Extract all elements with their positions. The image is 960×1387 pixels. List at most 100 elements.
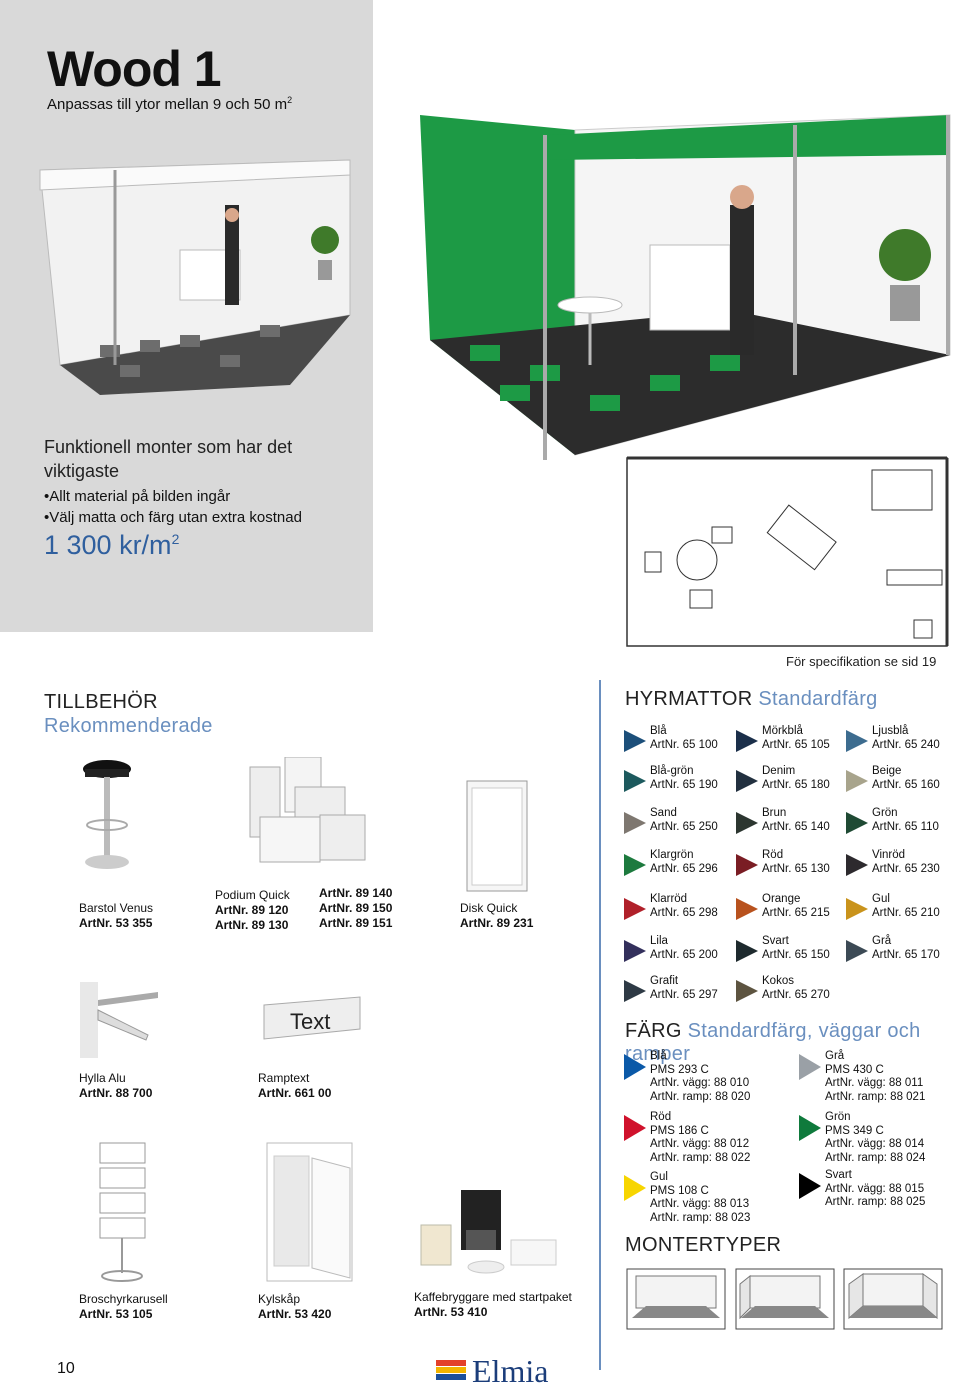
carpet-name: Lila (650, 935, 668, 947)
paint-pms: PMS 349 C (825, 1124, 884, 1137)
ramp-text-image: Text (263, 996, 361, 1040)
carpet-artnr: ArtNr. 65 190 (650, 779, 718, 791)
paint-name: Grå (825, 1050, 845, 1062)
carpet-artnr: ArtNr. 65 297 (650, 989, 718, 1001)
carpet-swatch-icon (736, 940, 758, 962)
paint-name: Gul (650, 1171, 668, 1183)
carpet-name: Vinröd (872, 849, 906, 861)
carpet-name: Brun (762, 807, 787, 819)
carpet-artnr: ArtNr. 65 130 (762, 863, 830, 875)
paint-name: Röd (650, 1111, 672, 1123)
paint-swatch-icon (624, 1175, 646, 1201)
carpet-swatch-icon (846, 812, 868, 834)
carpets-heading: HYRMATTOR Standardfärg (625, 688, 878, 710)
carpet-name: Kokos (762, 975, 794, 987)
carpet-name: Orange (762, 893, 801, 905)
podium-image (249, 757, 366, 863)
paint-pms: PMS 108 C (650, 1184, 709, 1197)
paint-pms: PMS 186 C (650, 1124, 709, 1137)
booth-type-thumbnail (843, 1268, 943, 1330)
page-subtitle: Anpassas till ytor mellan 9 och 50 m2 (47, 95, 293, 113)
carpet-artnr: ArtNr. 65 210 (872, 907, 940, 919)
spec-note: För specifikation se sid 19 (786, 654, 937, 669)
floor-plan-drawing (626, 456, 949, 647)
carpet-artnr: ArtNr. 65 110 (872, 821, 939, 833)
counter-image (466, 780, 528, 892)
booth-type-thumbnail (626, 1268, 726, 1330)
carpet-name: Svart (762, 935, 789, 947)
fridge-image (266, 1142, 353, 1282)
carpet-swatch-icon (736, 730, 758, 752)
carpet-artnr: ArtNr. 65 105 (762, 739, 830, 751)
paint-pms: PMS 430 C (825, 1063, 884, 1076)
carpet-artnr: ArtNr. 65 296 (650, 863, 718, 875)
carpet-artnr: ArtNr. 65 140 (762, 821, 830, 833)
carpet-artnr: ArtNr. 65 298 (650, 907, 718, 919)
product-label-podium: Podium Quick ArtNr. 89 120 ArtNr. 89 130 (215, 888, 290, 932)
carpet-swatch-icon (736, 770, 758, 792)
paint-wall-artnr: ArtNr. vägg: 88 013 (650, 1198, 750, 1210)
carpet-artnr: ArtNr. 65 160 (872, 779, 940, 791)
paint-swatch-icon (799, 1173, 821, 1199)
page-title: Wood 1 (47, 41, 222, 97)
paint-ramp-artnr: ArtNr. ramp: 88 020 (650, 1090, 751, 1103)
carpet-swatch-icon (736, 854, 758, 876)
carpet-swatch-icon (624, 940, 646, 962)
price: 1 300 kr/m2 (44, 530, 180, 560)
carpet-name: Klarröd (650, 893, 688, 905)
carpet-artnr: ArtNr. 65 100 (650, 739, 718, 751)
carpet-artnr: ArtNr. 65 180 (762, 779, 830, 791)
ramp-sign-text: Text (290, 1009, 330, 1034)
paint-ramp-artnr: ArtNr. ramp: 88 023 (650, 1211, 751, 1224)
carpet-swatch-icon (624, 980, 646, 1002)
carpet-swatch-icon (624, 730, 646, 752)
paint-ramp-artnr: ArtNr. ramp: 88 024 (825, 1151, 926, 1164)
carpet-name: Sand (650, 807, 677, 819)
coffee-maker-image (420, 1190, 557, 1274)
elmia-logo: Elmia (436, 1353, 548, 1386)
booth-illustration (39, 114, 951, 460)
product-label-podium-extra: ArtNr. 89 140 ArtNr. 89 150 ArtNr. 89 15… (319, 886, 393, 930)
page-number: 10 (57, 1360, 75, 1377)
carpet-artnr: ArtNr. 65 240 (872, 739, 940, 751)
logo-stripe-blue (436, 1374, 466, 1380)
carpet-swatch-icon (736, 812, 758, 834)
booth-types-heading: MONTERTYPER (625, 1234, 782, 1256)
paint-swatch-icon (799, 1115, 821, 1141)
carpet-swatch-icon (846, 770, 868, 792)
carpet-name: Ljusblå (872, 725, 909, 737)
accessories-heading: TILLBEHÖR Rekommenderade (44, 691, 213, 737)
carpet-name: Mörkblå (762, 725, 803, 737)
paint-wall-artnr: ArtNr. vägg: 88 010 (650, 1077, 750, 1089)
carpet-name: Blå-grön (650, 765, 694, 777)
logo-text: Elmia (472, 1353, 548, 1386)
paint-wall-artnr: ArtNr. vägg: 88 015 (825, 1182, 925, 1195)
carpet-name: Beige (872, 765, 902, 777)
carpet-artnr: ArtNr. 65 215 (762, 907, 830, 919)
paint-wall-artnr: ArtNr. vägg: 88 011 (825, 1077, 924, 1089)
bullet-item: Välj matta och färg utan extra kostnad (44, 507, 302, 528)
paint-swatch-icon (799, 1054, 821, 1080)
carpet-swatch-icon (846, 898, 868, 920)
carpet-swatch-icon (736, 980, 758, 1002)
carpet-swatch-icon (624, 770, 646, 792)
carpet-artnr: ArtNr. 65 150 (762, 949, 830, 961)
